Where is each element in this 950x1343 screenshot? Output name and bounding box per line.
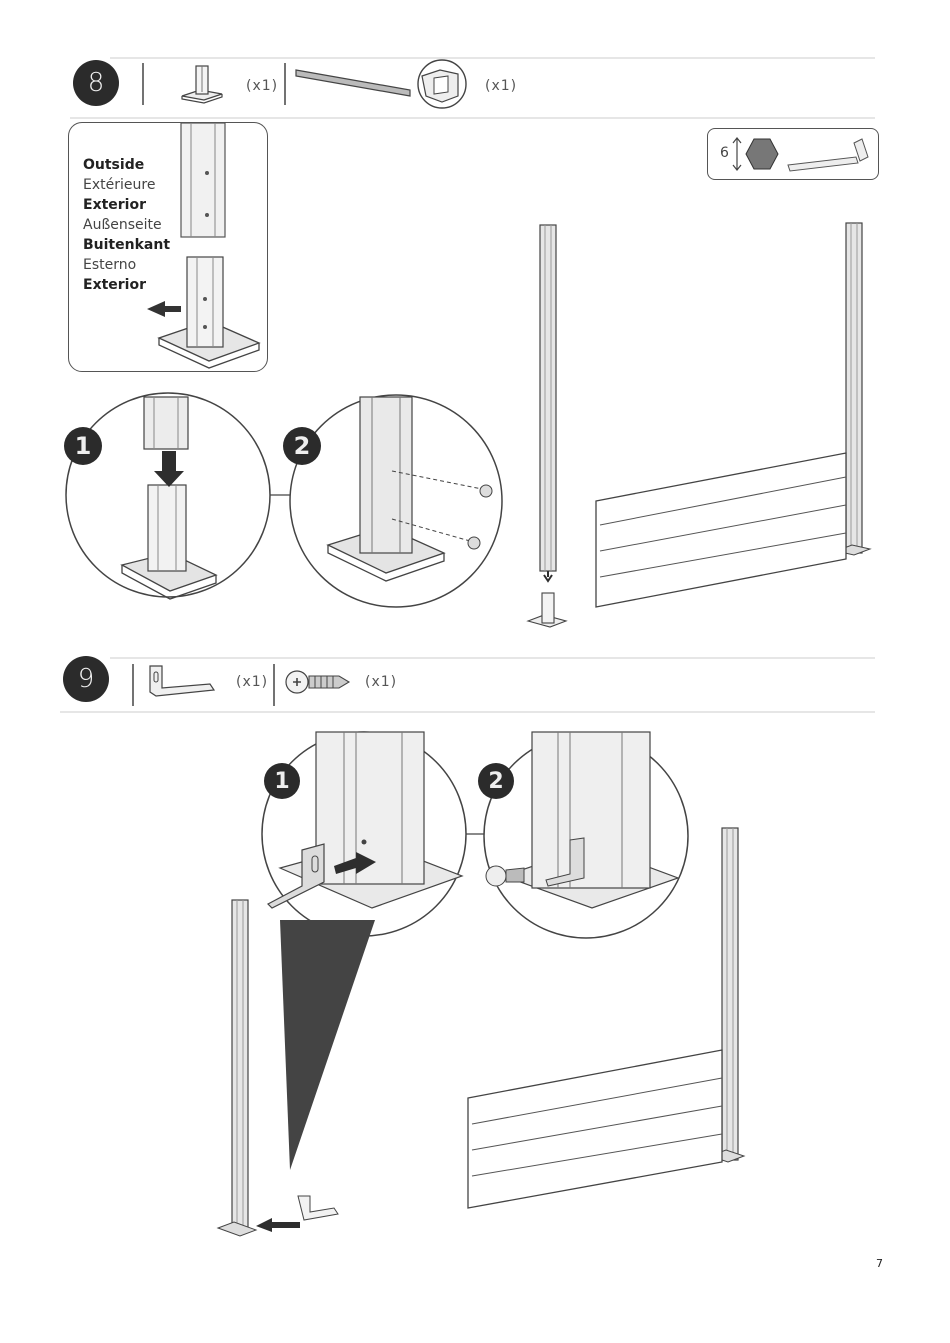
page-number: 7	[876, 1257, 883, 1270]
tool-size-label: 6	[720, 145, 729, 161]
step-8-detail-circles	[66, 395, 506, 625]
step-9-main-illustration	[210, 900, 770, 1240]
step-8-part1-qty: (x1)	[246, 78, 278, 94]
step-9-part2-qty: (x1)	[365, 674, 397, 690]
tool-box: 6	[707, 128, 879, 180]
hex-nut-icon	[744, 137, 780, 171]
dimension-arrow-icon	[732, 137, 742, 171]
step-9-substep-1-badge: 1	[264, 763, 300, 799]
step-8-substep-2-badge: 2	[283, 427, 321, 465]
orientation-post-illustration	[69, 123, 267, 371]
screw-icon	[285, 664, 355, 698]
step-9-badge: 9	[63, 656, 109, 702]
l-bracket-icon	[148, 664, 218, 698]
step-9-part1-qty: (x1)	[236, 674, 268, 690]
post-rail-icon	[292, 56, 472, 116]
step-8-badge: 8	[73, 60, 119, 106]
post-base-icon	[180, 62, 224, 106]
step-8-main-illustration	[520, 215, 880, 635]
hex-key-icon	[786, 135, 870, 169]
orientation-inset: Outside Extérieure Exterior Außenseite B…	[68, 122, 268, 372]
step-8-part2-qty: (x1)	[485, 78, 517, 94]
step-9-substep-2-badge: 2	[478, 763, 514, 799]
step-8-substep-1-badge: 1	[64, 427, 102, 465]
